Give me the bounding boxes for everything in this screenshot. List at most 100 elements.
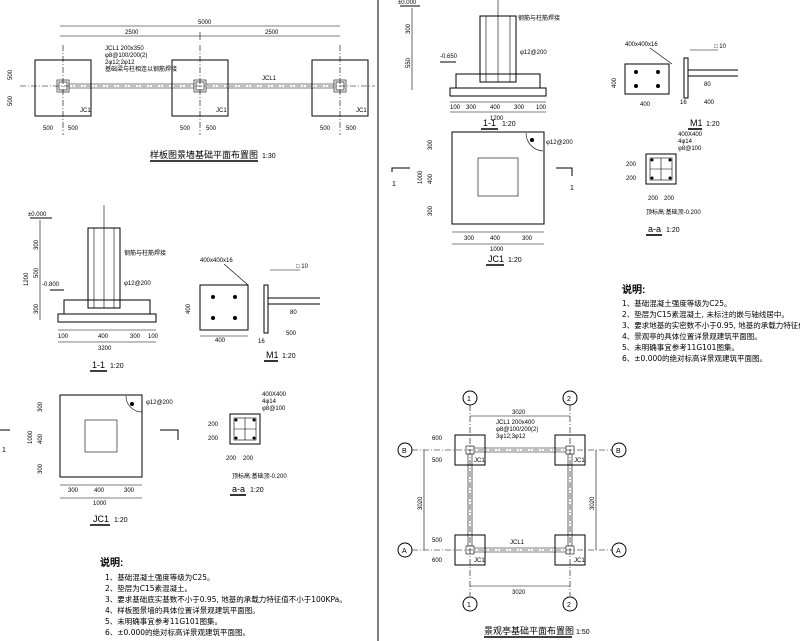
jc1-right-dim-h3: 300	[522, 236, 533, 242]
left-dim-h4: 100	[148, 334, 159, 340]
fence-plan-scale: 1:30	[262, 153, 276, 160]
pav-pad-label-1: JC1	[474, 458, 485, 464]
jc1-left-title: JC1	[93, 514, 109, 524]
fence-pad-label-3: JC1	[356, 108, 367, 114]
m1-plate-right: 400x400x16 400 400 □ 10 16 80 400 M1 1:2…	[612, 42, 738, 130]
jc1-right-cut-right: 1	[570, 185, 574, 192]
aa-left-dim-2: 200	[243, 456, 254, 462]
m1-right-scale: 1:20	[706, 121, 720, 128]
fence-dim-half-right: 2500	[265, 30, 279, 36]
fence-dim-total: 5000	[198, 20, 212, 26]
left-dim-v1: 300	[34, 239, 40, 250]
fence-dim-half-left: 2500	[125, 30, 139, 36]
axis-bubble-bottom-2	[562, 596, 578, 612]
notes-left-item-3: 3、要求基础底实基数不小于0.95, 地基的承载力特征值不小于100KPa。	[105, 594, 347, 604]
m1-left-dim-16: 16	[258, 339, 265, 345]
aa-left-dim-3: 200	[208, 422, 219, 428]
aa-right-dim-3: 200	[626, 162, 637, 168]
left-dim-h3: 300	[130, 334, 141, 340]
notes-right-item-5: 5、未明确事宜参考11G101图集。	[622, 342, 739, 352]
left-dim-h2: 400	[98, 334, 109, 340]
left-dim-v2: 500	[34, 267, 40, 278]
m1-right-dim-80: 80	[704, 82, 711, 88]
axis-bubble-right-b	[611, 442, 627, 458]
fence-dim-pad-1: 500	[43, 126, 54, 132]
aa-left-dim-1: 200	[226, 456, 237, 462]
axis-left-a: A	[402, 548, 407, 555]
aa-right-dim-1: 200	[648, 196, 659, 202]
axis-bottom-1: 1	[467, 602, 471, 609]
right-dim-h1: 100	[450, 105, 461, 111]
right-dim-total: 1200	[490, 116, 504, 122]
aa-left-scale: 1:20	[250, 487, 264, 494]
pav-small-dim-3: 500	[432, 538, 443, 544]
jc1-right-dim-total: 1000	[490, 247, 504, 253]
right-section-title: 1-1	[483, 118, 496, 128]
m1-right-title: M1	[690, 118, 703, 128]
jc1-right-dim-v4: 1000	[418, 170, 424, 184]
aa-right-label-2: 4φ14	[678, 139, 693, 145]
aa-left-dim-4: 200	[208, 436, 219, 442]
m1-right-dim-400: 400	[704, 100, 715, 106]
m1-left-dim-80: 80	[290, 310, 297, 316]
m1-left-title: M1	[266, 350, 279, 360]
notes-right-item-2: 2、垫层为C15素混凝土, 未标注的嵌与轴线居中。	[622, 309, 789, 319]
right-level-top: ±0.000	[398, 0, 417, 6]
axis-right-a: A	[616, 548, 621, 555]
jc1-right-dim-v3: 300	[428, 205, 434, 216]
left-section-title: 1-1	[92, 360, 105, 370]
notes-left-item-6: 6、±0.000的绝对标高详景观建筑平面图。	[105, 627, 250, 637]
aa-right-scale: 1:20	[666, 227, 680, 234]
fence-dim-pad-2: 500	[68, 126, 79, 132]
fence-dim-pad-4: 500	[206, 126, 217, 132]
aa-left-label-1: 400X400	[262, 392, 287, 398]
right-dim-v2: 550	[406, 57, 412, 68]
left-dim-total: 3200	[98, 346, 112, 352]
pav-small-dim-4: 600	[432, 558, 443, 564]
axis-left-b: B	[402, 448, 407, 455]
left-level-bottom: -0.800	[42, 282, 60, 288]
jc1-right-scale: 1:20	[508, 257, 522, 264]
pavilion-foundation-plan: 1 2 1 2 B A B A 3020 302	[397, 390, 627, 638]
axis-bubble-bottom-1	[462, 596, 478, 612]
fence-dim-side-top: 500	[8, 69, 14, 80]
m1-right-dim-w: 400	[640, 102, 651, 108]
notes-right-heading: 说明:	[622, 283, 645, 296]
axis-top-2: 2	[567, 396, 571, 403]
aa-right-label-1: 400X400	[678, 132, 703, 138]
axis-bubble-left-b	[397, 442, 413, 458]
m1-plate-left: 400x400x16 400 400 □ 10 16 80 500 M1 1:2…	[186, 258, 320, 362]
aa-section-left: 400X400 4φ14 φ8@100 200 200 200 200 顶标高:…	[208, 392, 287, 496]
jc1-right-dim-v2: 400	[428, 173, 434, 184]
fence-mid-label: JCL1	[262, 76, 277, 82]
left-note1: 钢筋与柱筋焊接	[124, 249, 166, 257]
m1-right-dim-16: 16	[680, 100, 687, 106]
jc1-left-scale: 1:20	[114, 517, 128, 524]
axis-bubble-right-a	[611, 542, 627, 558]
pavilion-plan-title: 景观亭基础平面布置图	[484, 625, 574, 636]
notes-right-item-3: 3、要求地基的实密数不小于0.95, 地基的承载力特征值不小于100KPa。	[622, 320, 800, 330]
pav-pad-label-2: JC1	[574, 458, 585, 464]
aa-left-level: 顶标高:基础顶-0.200	[232, 472, 287, 480]
aa-left-label-3: φ8@100	[262, 406, 286, 412]
jc1-right-rebar: φ12@200	[546, 140, 573, 146]
jc1-left-dim-h3: 300	[124, 488, 135, 494]
aa-left-label-2: 4φ14	[262, 399, 277, 405]
section-1-1-left: ±0.000 300 500 1200 300 -0.800 钢筋与柱筋焊接 φ…	[24, 205, 166, 372]
notes-left: 说明: 1、基础混凝土强度等级为C25。 2、垫层为C15素混凝土。 3、要求基…	[100, 556, 347, 637]
notes-left-item-4: 4、样板图景墙的具体位置详景观建筑平面图。	[105, 605, 260, 615]
right-dim-h2: 300	[466, 105, 477, 111]
aa-section-right: 400X400 4φ14 φ8@100 200 200 200 200 顶标高:…	[626, 132, 703, 236]
m1-left-anchor: □ 10	[296, 264, 309, 270]
aa-right-title: a-a	[648, 224, 661, 234]
pav-pad-label-4: JC1	[574, 558, 585, 564]
aa-left-title: a-a	[232, 484, 245, 494]
notes-left-item-1: 1、基础混凝土强度等级为C25。	[105, 572, 215, 582]
jc1-left-dim-v2: 400	[38, 433, 44, 444]
pav-dim-bottom: 3020	[512, 590, 526, 596]
pav-beam-mid: JCL1	[510, 540, 525, 546]
fence-beam-label-1: JCL1 200x350	[105, 46, 144, 52]
m1-left-dim-h: 400	[186, 303, 192, 314]
m1-left-dim-500: 500	[286, 331, 297, 337]
